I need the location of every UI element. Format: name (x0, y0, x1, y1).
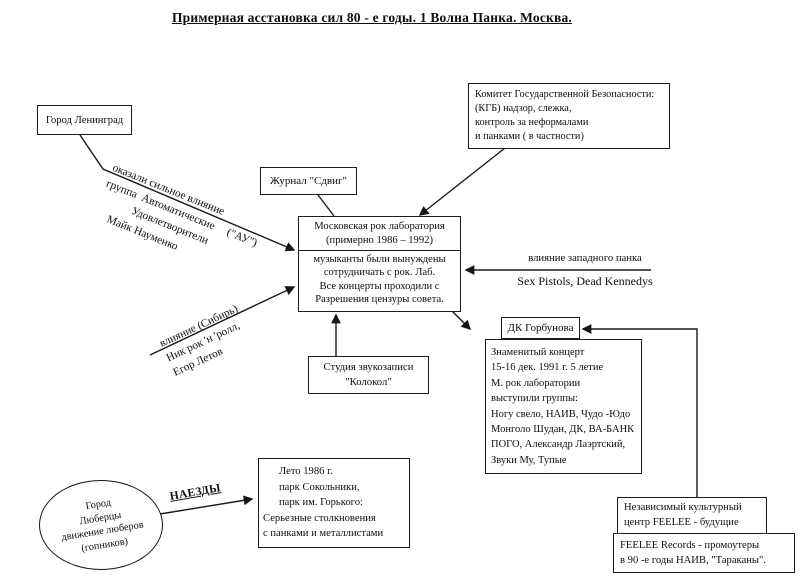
western-influence-bands: Sex Pistols, Dead Kennedys (517, 274, 653, 288)
rock-laboratory-text-line: Разрешения цензуры совета. (315, 294, 444, 306)
feelee-center-text-line: центр FEELEE - будущие (624, 516, 739, 528)
line-sdvig-link (317, 194, 335, 217)
concert-text-line: М. рок лаборатории (491, 377, 581, 389)
rock-laboratory-header: Московская рок лаборатория (примерно 198… (299, 217, 460, 251)
feelee-records-text-line: FEELEE Records - промоутеры (620, 540, 760, 551)
lubertsy-text: Город Люберцы движение люберов (гопников… (60, 497, 144, 554)
concert-text-line: Звуки Му, Тупые (491, 454, 567, 466)
rock-laboratory-text-line: музыканты были вынуждены (313, 254, 446, 265)
arrow-naezdy (159, 495, 254, 515)
leto-text-line: парк им. Горького: (279, 497, 363, 509)
concert-text-line: Ногу свело, НАИВ, Чудо -Юдо (491, 408, 631, 420)
leto-text-line: Серьезные столкновения (263, 512, 376, 524)
kgb-text-line: (КГБ) надзор, слежка, (475, 103, 572, 114)
feelee-center-text-line: Независимый культурный (624, 502, 742, 513)
rock-laboratory-years: (примерно 1986 – 1992) (326, 235, 433, 246)
concert-text-line: выступили группы: (491, 393, 578, 405)
feelee-records-box: FEELEE Records - промоутеры в 90 -е годы… (613, 533, 795, 573)
kolokol-text-line: "Колокол" (345, 376, 392, 388)
western-influence-label: влияние западного панка (528, 252, 642, 264)
arrow-roklab-to-concert (451, 310, 472, 331)
feelee-records-text-line: в 90 -е годы НАИВ, "Тараканы". (620, 555, 766, 566)
rock-laboratory-text-line: сотрудничать с рок. Лаб. (323, 267, 436, 279)
rock-laboratory-body: музыканты были вынуждены сотрудничать с … (299, 251, 460, 311)
rock-laboratory-text-line: Все концерты проходили с (319, 280, 440, 292)
concert-box: Знаменитый концерт 15-16 дек. 1991 г. 5 … (485, 339, 642, 475)
lubertsy-ellipse: Город Люберцы движение люберов (гопников… (39, 480, 163, 570)
leto-text-line: с панками и металлистами (263, 528, 384, 540)
rock-laboratory-title: Московская рок лаборатория (314, 221, 445, 232)
arrow-leningrad-influence (79, 134, 296, 252)
concert-text-line: 15-16 дек. 1991 г. 5 летие (491, 362, 604, 374)
arrow-kgb-to-roklab (418, 147, 506, 216)
diagram-title: Примерная асстановка сил 80 - е годы. 1 … (171, 10, 573, 25)
feelee-center-box: Независимый культурный центр FEELEE - бу… (617, 497, 767, 534)
concert-text-line: Монголо Шудан, ДК, ВА-БАНК (491, 424, 635, 436)
leningrad-box: Город Ленинград (37, 105, 132, 135)
leto-text-line: парк Сокольники, (279, 481, 360, 493)
rock-laboratory-box: Московская рок лаборатория (примерно 198… (298, 216, 461, 312)
kgb-text-line: и панками ( в частности) (475, 131, 584, 142)
sdvig-journal-box: Журнал "Сдвиг" (260, 167, 357, 195)
arrow-feelee-to-dk (581, 324, 698, 497)
concert-text-line: Знаменитый концерт (491, 347, 585, 358)
dk-gorbunova-box: ДК Горбунова (501, 317, 580, 339)
concert-text-line: ПОГО, Александр Лаэртский, (491, 439, 626, 451)
kgb-box: Комитет Государственной Безопасности: (К… (468, 83, 670, 149)
kgb-text-line: контроль за неформалами (475, 117, 589, 128)
leto-1986-box: Лето 1986 г. парк Сокольники, парк им. Г… (258, 458, 410, 548)
arrow-siberia-influence (149, 286, 296, 356)
leto-text-line: Лето 1986 г. (279, 466, 333, 477)
kolokol-text-line: Студия звукозаписи (323, 361, 414, 373)
kolokol-studio-box: Студия звукозаписи "Колокол" (308, 356, 429, 394)
kgb-text-line: Комитет Государственной Безопасности: (475, 89, 655, 100)
